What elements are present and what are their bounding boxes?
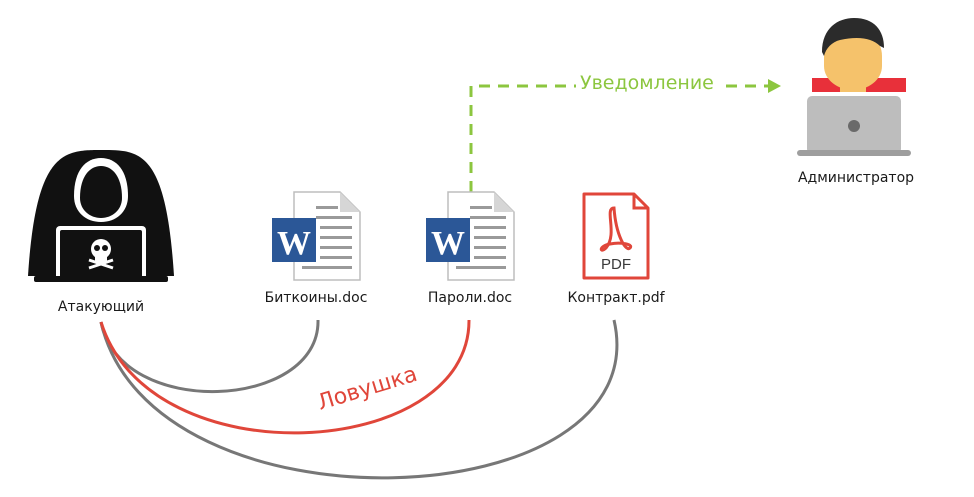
link-notification [469,84,770,192]
word-document-icon: W [272,191,361,281]
bitcoins-doc-label: Биткоины.doc [264,290,368,306]
word-letter: W [277,225,311,262]
pdf-text: PDF [601,256,631,273]
notification-arrowhead [768,79,781,93]
word-letter: W [431,225,465,262]
notification-label: Уведомление [576,72,718,94]
pdf-document-icon: PDF [582,192,650,280]
passwords-doc-label: Пароли.doc [427,290,513,306]
contract-pdf-label: Контракт.pdf [567,290,665,306]
word-document-icon: W [426,191,515,281]
link-attacker-bitcoins [99,319,320,393]
administrator-laptop-icon [797,18,911,156]
link-attacker-passwords-trap [99,319,471,435]
administrator-label: Администратор [797,170,915,186]
hacker-icon [28,150,174,282]
attacker-label: Атакующий [57,299,145,315]
link-attacker-contract [99,319,619,480]
